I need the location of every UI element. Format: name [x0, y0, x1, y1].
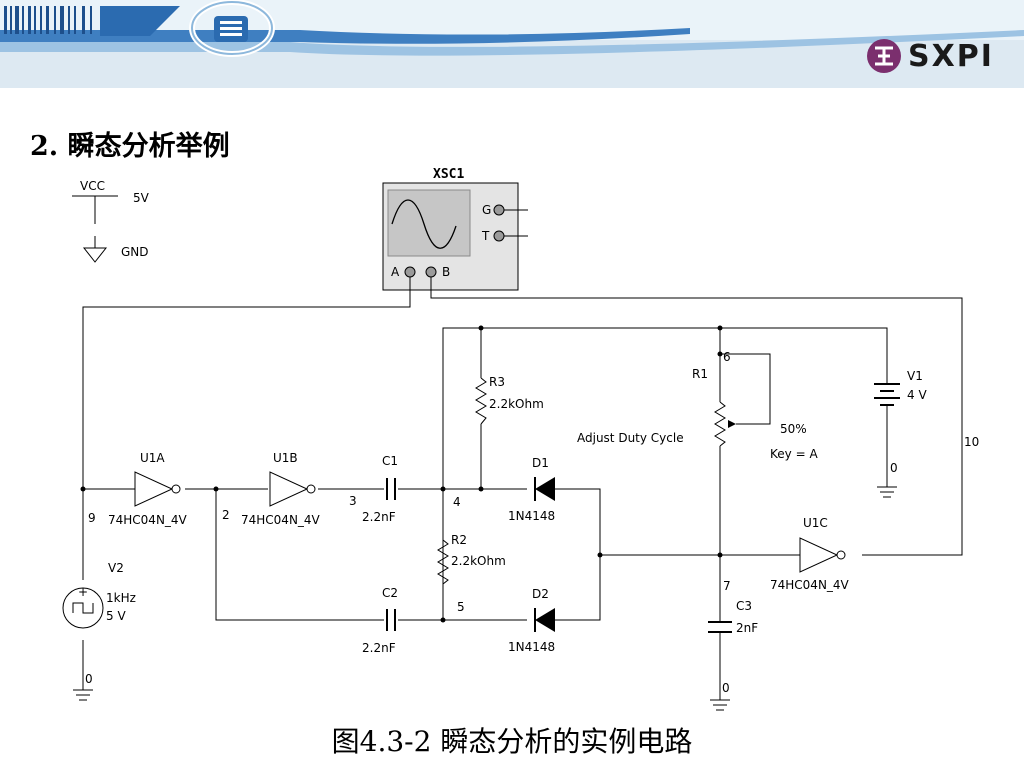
r2-name: R2 — [451, 533, 467, 547]
u1c-name: U1C — [803, 516, 828, 530]
c1-value: 2.2nF — [362, 510, 396, 524]
d1-name: D1 — [532, 456, 549, 470]
node-0-v1: 0 — [890, 461, 898, 475]
capacitor-c1: C1 2.2nF — [362, 454, 398, 524]
inverter-u1c: U1C 74HC04N_4V — [770, 516, 850, 592]
capacitor-c3: C3 2nF — [708, 599, 758, 635]
scope-port-b: B — [442, 265, 450, 279]
logo-emblem-icon — [867, 39, 901, 73]
node-0-v2: 0 — [85, 672, 93, 686]
resistor-r3: R3 2.2kOhm — [475, 375, 544, 425]
node-10: 10 — [964, 435, 979, 449]
gnd-label: GND — [121, 245, 149, 259]
scope-port-t: T — [481, 229, 490, 243]
vcc-symbol: VCC 5V — [72, 179, 150, 224]
r3-name: R3 — [489, 375, 505, 389]
node-9: 9 — [88, 511, 96, 525]
header-banner — [0, 0, 1024, 88]
ground-v1 — [877, 486, 897, 498]
figure-caption: 图4.3-2 瞬态分析的实例电路 — [331, 725, 693, 758]
c2-name: C2 — [382, 586, 398, 600]
node-7: 7 — [723, 579, 731, 593]
c3-name: C3 — [736, 599, 752, 613]
u1a-name: U1A — [140, 451, 165, 465]
decorative-emblem-icon — [189, 0, 275, 57]
capacitor-c2: C2 2.2nF — [362, 586, 398, 655]
c1-name: C1 — [382, 454, 398, 468]
junctions — [80, 325, 723, 623]
v2-freq: 1kHz — [106, 591, 136, 605]
d2-name: D2 — [532, 587, 549, 601]
u1b-name: U1B — [273, 451, 298, 465]
vcc-value: 5V — [133, 191, 150, 205]
r1-key: Key = A — [770, 447, 818, 461]
node-3: 3 — [349, 494, 357, 508]
scope-port-g: G — [482, 203, 491, 217]
scope-port-a: A — [391, 265, 400, 279]
oscilloscope-xsc1: XSC1 G T A B — [382, 167, 528, 291]
u1c-part: 74HC04N_4V — [770, 578, 850, 592]
sine-wave-icon — [391, 199, 457, 249]
node-4: 4 — [453, 495, 461, 509]
c3-value: 2nF — [736, 621, 758, 635]
sxpi-logo: SXPI — [866, 36, 994, 76]
logo-text: SXPI — [908, 38, 994, 74]
v1-value: 4 V — [907, 388, 927, 402]
vcc-label: VCC — [80, 179, 105, 193]
r3-value: 2.2kOhm — [489, 397, 544, 411]
gnd-symbol: GND — [82, 236, 149, 263]
v1-name: V1 — [907, 369, 923, 383]
source-v2: + V2 1kHz 5 V — [62, 561, 136, 629]
r1-percent: 50% — [780, 422, 807, 436]
ground-v2 — [73, 689, 93, 701]
resistor-r2: R2 2.2kOhm — [437, 489, 506, 585]
diode-d2: D2 1N4148 — [508, 587, 555, 654]
u1b-part: 74HC04N_4V — [241, 513, 321, 527]
square-wave-icon — [72, 602, 94, 614]
wires — [82, 277, 963, 700]
v2-amp: 5 V — [106, 609, 126, 623]
node-2: 2 — [222, 508, 230, 522]
r1-label: Adjust Duty Cycle — [577, 431, 684, 445]
v2-plus: + — [78, 585, 88, 599]
barcode-stripes — [4, 6, 92, 34]
r2-value: 2.2kOhm — [451, 554, 506, 568]
ground-c3 — [710, 699, 730, 711]
r1-name: R1 — [692, 367, 708, 381]
node-labels: 9 2 3 4 5 6 7 10 0 0 0 — [85, 350, 979, 695]
d1-part: 1N4148 — [508, 509, 555, 523]
diode-d1: D1 1N4148 — [508, 456, 555, 523]
potentiometer-r1: R1 Adjust Duty Cycle 50% Key = A — [577, 367, 818, 461]
node-5: 5 — [457, 600, 465, 614]
node-0-c3: 0 — [722, 681, 730, 695]
scope-name: XSC1 — [433, 167, 464, 182]
c2-value: 2.2nF — [362, 641, 396, 655]
inverter-u1a: U1A 74HC04N_4V — [108, 451, 188, 527]
u1a-part: 74HC04N_4V — [108, 513, 188, 527]
slide-heading: 2. 瞬态分析举例 — [30, 131, 230, 162]
inverter-u1b: U1B 74HC04N_4V — [241, 451, 321, 527]
node-6: 6 — [723, 350, 731, 364]
battery-v1: V1 4 V — [874, 369, 927, 410]
d2-part: 1N4148 — [508, 640, 555, 654]
v2-name: V2 — [108, 561, 124, 575]
